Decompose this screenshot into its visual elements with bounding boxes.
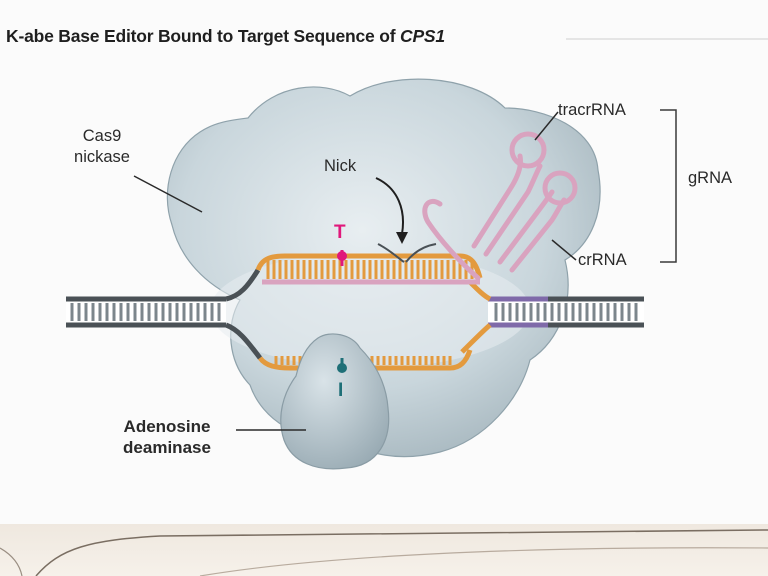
nick-site — [377, 243, 405, 263]
cas9-label-line2: nickase — [74, 147, 130, 166]
bottom-band-curve-3 — [199, 547, 768, 576]
cas9-label-line1: Cas9 — [82, 127, 122, 145]
adenosine-deaminase-protein — [280, 333, 390, 470]
bottom-band-curve-2 — [0, 547, 23, 576]
deaminase-label-line1: Adenosine — [123, 417, 211, 436]
bottom-band-curve — [35, 529, 768, 576]
figure-title: K-abe Base Editor Bound to Target Sequen… — [6, 26, 445, 46]
right-dna-duplex — [460, 280, 644, 354]
crrna-leader — [551, 239, 577, 261]
top-base-dot — [337, 251, 347, 261]
deaminase-label-line2: deaminase — [123, 438, 211, 458]
nick-label: Nick — [324, 157, 357, 175]
grna-structure — [422, 131, 578, 281]
bottom-base-letter: I — [338, 380, 344, 401]
cas9-leader — [133, 175, 203, 213]
cas9-label: Cas9 nickase — [56, 126, 148, 167]
nick-arrowhead — [396, 232, 408, 244]
bottom-band — [0, 524, 768, 576]
deaminase-label: Adenosine deaminase — [104, 416, 230, 459]
nick-site-2 — [405, 243, 437, 263]
crrna-label: crRNA — [578, 251, 627, 269]
nick-arrow — [375, 177, 404, 235]
bottom-base-dot — [337, 363, 347, 373]
grna-bracket — [660, 109, 677, 263]
tracrrna-leader — [534, 111, 559, 141]
grna-label: gRNA — [688, 169, 733, 187]
gene-name: CPS1 — [400, 26, 445, 46]
top-base-letter: T — [334, 222, 346, 243]
left-dna-duplex — [66, 268, 262, 360]
tracrrna-label: tracrRNA — [558, 101, 626, 119]
target-strand-top — [255, 253, 483, 285]
